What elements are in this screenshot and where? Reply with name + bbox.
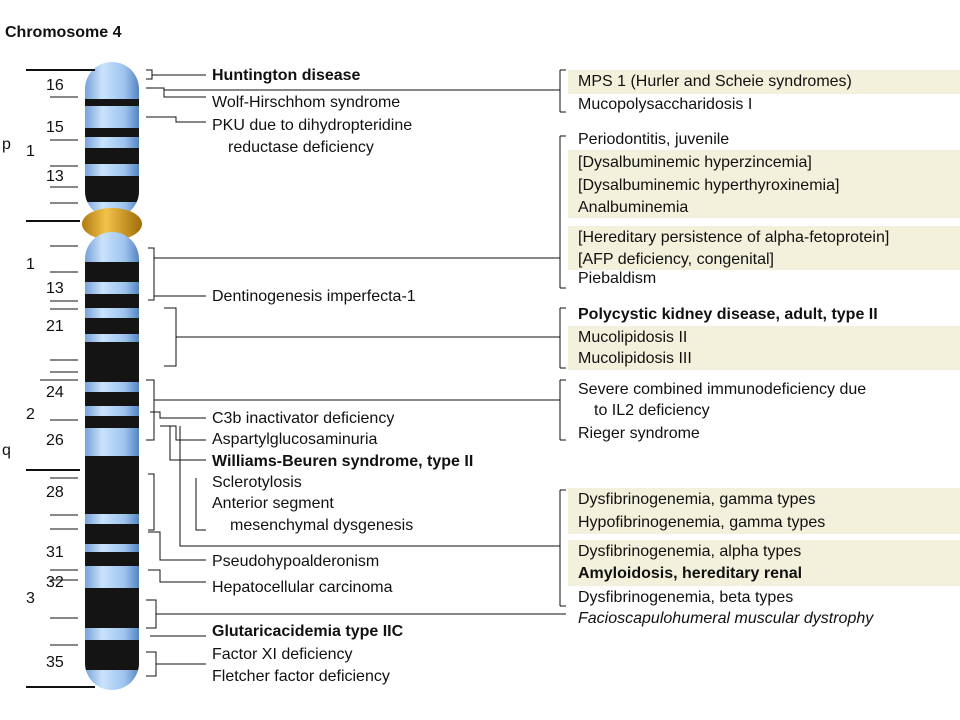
gene-label: Pseudohypoalderonism: [212, 553, 380, 570]
highlight-box-afp: [568, 226, 960, 270]
band-label: 15: [46, 119, 64, 136]
gene-label: Mucopolysaccharidosis I: [578, 96, 753, 113]
centromere: [82, 208, 142, 240]
gene-label: Factor XI deficiency: [212, 646, 353, 663]
connectors: [146, 69, 566, 677]
arm-label-p: p: [2, 136, 11, 153]
gene-label: Wolf-Hirschhom syndrome: [212, 94, 401, 111]
region-label-q1: 1: [26, 256, 35, 273]
band-label: 13: [46, 280, 64, 297]
gene-label: [Hereditary persistence of alpha-fetopro…: [578, 229, 890, 246]
gene-label: Facioscapulohumeral muscular dystrophy: [578, 610, 874, 627]
arm-label-q: q: [2, 442, 11, 459]
band-ticks: [26, 69, 95, 688]
region-label-q2: 2: [26, 406, 35, 423]
gene-label: Huntington disease: [212, 67, 361, 84]
gene-label: Dysfibrinogenemia, beta types: [578, 589, 794, 606]
gene-label: MPS 1 (Hurler and Scheie syndromes): [578, 73, 852, 90]
highlight-box-amyloidosis: [568, 540, 960, 586]
band-label: 13: [46, 168, 64, 185]
band-label: 24: [46, 384, 64, 401]
gene-label: Glutaricacidemia type IIC: [212, 623, 404, 640]
band-label: 21: [46, 318, 64, 335]
gene-label: Williams-Beuren syndrome, type II: [212, 453, 474, 470]
gene-label: Polycystic kidney disease, adult, type I…: [578, 306, 878, 323]
highlight-box-albumin: [568, 150, 960, 218]
gene-label: C3b inactivator deficiency: [212, 410, 395, 427]
gene-label: Dentinogenesis imperfecta-1: [212, 288, 416, 305]
gene-label: Dysfibrinogenemia, gamma types: [578, 491, 816, 508]
gene-label: Aspartylglucosaminuria: [212, 431, 378, 448]
gene-label: Rieger syndrome: [578, 425, 700, 442]
gene-label: to IL2 deficiency: [594, 402, 710, 419]
gene-label: [AFP deficiency, congenital]: [578, 251, 774, 268]
band-label: 32: [46, 574, 64, 591]
page-title: Chromosome 4: [5, 24, 122, 41]
gene-label: [Dysalbuminemic hyperzincemia]: [578, 154, 812, 171]
gene-label: Analbuminemia: [578, 199, 689, 216]
gene-label: Severe combined immunodeficiency due: [578, 381, 867, 398]
chromosome-p-arm: [85, 62, 139, 218]
band-label: 35: [46, 654, 64, 671]
gene-label: Piebaldism: [578, 270, 657, 287]
gene-label: Mucolipidosis III: [578, 350, 692, 367]
gene-label: Hypofibrinogenemia, gamma types: [578, 514, 826, 531]
band-label: 26: [46, 432, 64, 449]
gene-label: [Dysalbuminemic hyperthyroxinemia]: [578, 177, 840, 194]
gene-label: Anterior segment: [212, 495, 334, 512]
gene-label: Fletcher factor deficiency: [212, 668, 390, 685]
gene-label: Hepatocellular carcinoma: [212, 579, 393, 596]
gene-label: mesenchymal dysgenesis: [230, 517, 414, 534]
region-label-q3: 3: [26, 590, 35, 607]
gene-label: Dysfibrinogenemia, alpha types: [578, 543, 802, 560]
highlight-box-pkd: [568, 326, 960, 370]
gene-label: Sclerotylosis: [212, 474, 302, 491]
gene-label: Periodontitis, juvenile: [578, 131, 730, 148]
chromosome-q-arm: [85, 232, 139, 690]
band-label: 28: [46, 484, 64, 501]
gene-label: reductase deficiency: [228, 139, 374, 156]
band-label: 16: [46, 77, 64, 94]
gene-label: Amyloidosis, hereditary renal: [578, 565, 803, 582]
gene-label: Mucolipidosis II: [578, 329, 688, 346]
band-label: 31: [46, 544, 64, 561]
highlight-box-fibrinogen: [568, 488, 960, 534]
gene-label: PKU due to dihydropteridine: [212, 117, 413, 134]
highlight-box-mps: [568, 70, 960, 94]
region-label-p1: 1: [26, 143, 35, 160]
